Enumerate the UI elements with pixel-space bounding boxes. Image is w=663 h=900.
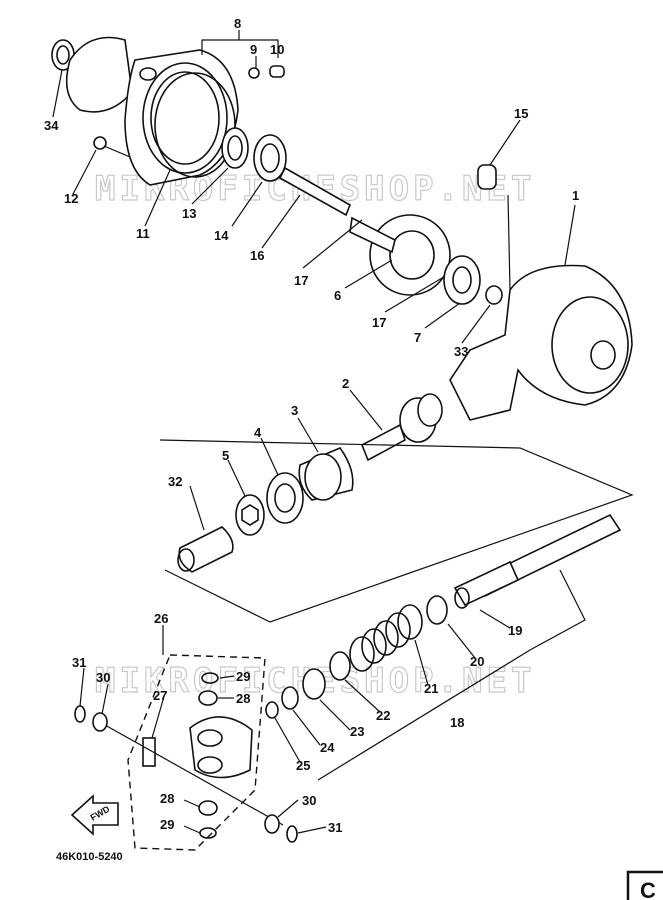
drive-shaft-assembly — [265, 513, 622, 781]
leader-lines — [52, 30, 576, 834]
callout-15: 15 — [514, 106, 528, 121]
callout-24: 24 — [320, 740, 335, 755]
callout-29-b: 29 — [160, 817, 174, 832]
callout-27: 27 — [153, 688, 167, 703]
callout-14: 14 — [214, 228, 229, 243]
callout-33: 33 — [454, 344, 468, 359]
callout-17-b: 17 — [372, 315, 386, 330]
callout-16: 16 — [250, 248, 264, 263]
callout-21: 21 — [424, 681, 438, 696]
callout-20: 20 — [470, 654, 484, 669]
callout-32: 32 — [168, 474, 182, 489]
callout-10: 10 — [270, 42, 284, 57]
callout-1: 1 — [572, 188, 579, 203]
callout-4: 4 — [254, 425, 262, 440]
callout-17-a: 17 — [294, 273, 308, 288]
final-gear-cover-assembly — [51, 36, 633, 421]
callout-19: 19 — [508, 623, 522, 638]
callout-7: 7 — [414, 330, 421, 345]
callout-6: 6 — [334, 288, 341, 303]
callout-28-a: 28 — [236, 691, 250, 706]
callout-25: 25 — [296, 758, 310, 773]
callout-8: 8 — [234, 16, 241, 31]
callout-5: 5 — [222, 448, 229, 463]
callout-26: 26 — [154, 611, 168, 626]
callout-3: 3 — [291, 403, 298, 418]
fwd-arrow-icon: FWD — [70, 794, 119, 836]
callout-30-a: 30 — [96, 670, 110, 685]
callout-29-a: 29 — [236, 669, 250, 684]
callout-23: 23 — [350, 724, 364, 739]
callout-12: 12 — [64, 191, 78, 206]
callout-28-b: 28 — [160, 791, 174, 806]
callout-18: 18 — [450, 715, 464, 730]
callout-2: 2 — [342, 376, 349, 391]
callout-34: 34 — [44, 118, 59, 133]
callout-numbers: 1 2 3 4 5 6 7 8 9 10 11 12 13 14 15 16 1… — [44, 16, 579, 835]
corner-tab: C — [626, 870, 663, 900]
callout-22: 22 — [376, 708, 390, 723]
callout-11: 11 — [136, 226, 150, 241]
drawing-code: 46K010-5240 — [56, 851, 123, 863]
callout-9: 9 — [250, 42, 257, 57]
pinion-gear-assembly — [177, 393, 443, 573]
frame-line — [159, 439, 634, 623]
callout-30-b: 30 — [302, 793, 316, 808]
callout-13: 13 — [182, 206, 196, 221]
callout-31-a: 31 — [72, 655, 86, 670]
corner-char: C — [640, 878, 656, 900]
callout-31-b: 31 — [328, 820, 342, 835]
universal-joint-assembly — [74, 654, 298, 851]
